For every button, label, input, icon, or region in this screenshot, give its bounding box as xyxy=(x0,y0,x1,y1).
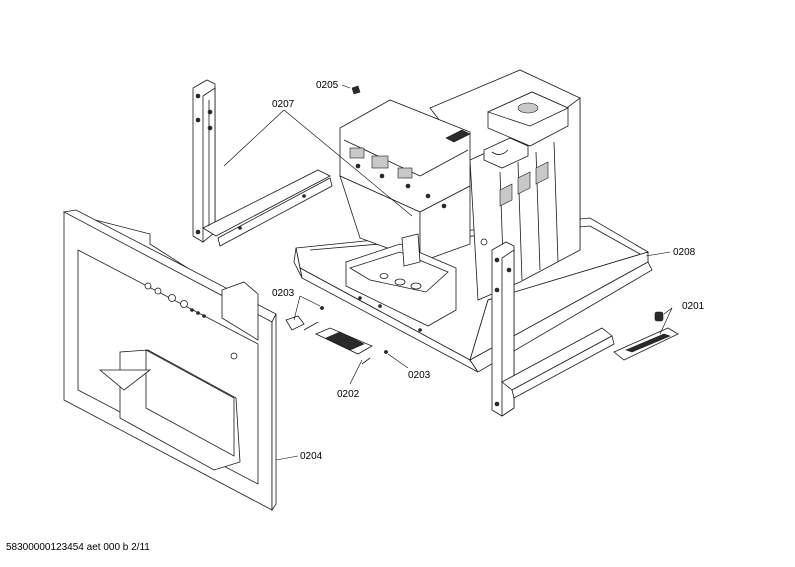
part-label-0204: 0204 xyxy=(300,451,323,462)
mounting-bracket-right xyxy=(491,241,615,417)
part-label-0201: 0201 xyxy=(682,301,705,312)
part-label-0207: 0207 xyxy=(272,99,295,110)
leader-lines xyxy=(223,84,673,461)
mounting-bracket-left xyxy=(192,79,333,247)
part-label-0203-left: 0203 xyxy=(272,288,295,299)
part-label-0205: 0205 xyxy=(316,80,339,91)
small-parts xyxy=(285,85,679,365)
part-label-0202: 0202 xyxy=(337,389,360,400)
coffee-machine-body xyxy=(339,69,581,327)
front-bezel-frame xyxy=(62,209,277,512)
part-label-0208: 0208 xyxy=(673,247,696,258)
drawing-reference-footer: 58300000123454 aet 000 b 2/11 xyxy=(6,542,150,553)
part-label-0203-right: 0203 xyxy=(408,370,431,381)
